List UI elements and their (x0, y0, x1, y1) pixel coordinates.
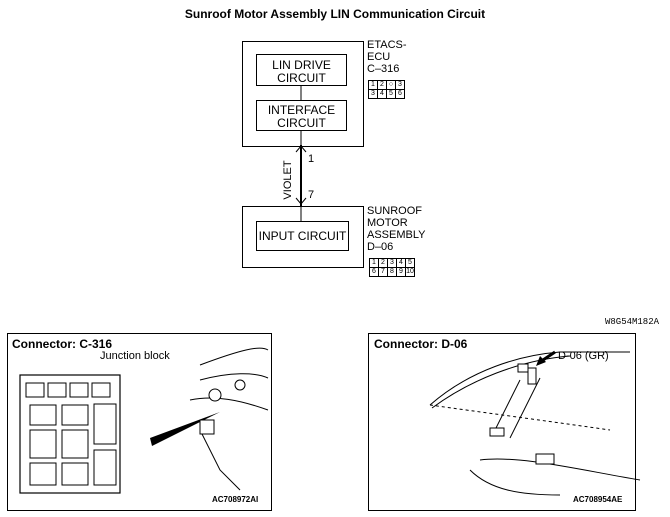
wire-pin-1: 1 (308, 153, 315, 165)
panel-left-code: AC708972AI (212, 495, 259, 504)
pin-7-terminal-mark (295, 197, 307, 205)
etacs-connector-id: C–316 (367, 63, 400, 75)
etacs-label-1: ETACS- (367, 39, 407, 51)
bracket-shape (489, 427, 505, 437)
diagram-reference: W8G54M182A (605, 317, 660, 327)
roof-line-dashed (429, 404, 611, 431)
sunroof-motor-label: SUNROOF MOTOR ASSEMBLY D–06 (367, 205, 426, 253)
d06-callout-label: D-06 (GR) (558, 350, 609, 362)
fuse-row-3 (69, 382, 89, 398)
sunroof-label-1: SUNROOF (367, 205, 422, 217)
sunroof-label-3: ASSEMBLY (367, 229, 426, 241)
wire-pin-7: 7 (308, 189, 315, 201)
connector-c316-title: Connector: C-316 (12, 337, 113, 351)
dash-detail-2 (234, 379, 246, 391)
fuse-block-b (61, 404, 89, 426)
interface-circuit-block: INTERFACE CIRCUIT (256, 100, 347, 131)
sunroof-pin: 10 (405, 267, 415, 277)
fuse-block-d (29, 462, 57, 486)
input-circuit-label: INPUT CIRCUIT (258, 229, 347, 243)
fuse-row-2 (47, 382, 67, 398)
fuse-block-e (61, 462, 89, 486)
lin-drive-label-1: LIN DRIVE (272, 58, 331, 72)
etacs-connector-icon: 1 2 ○ 3 3 4 5 6 (368, 80, 405, 99)
relay-shape (93, 403, 117, 445)
lin-drive-circuit-block: LIN DRIVE CIRCUIT (256, 54, 347, 86)
junction-block-label: Junction block (100, 350, 170, 362)
etacs-pin: 6 (395, 89, 405, 99)
wire-color-label: VIOLET (282, 160, 294, 200)
harness-shape (527, 367, 537, 385)
fuse-block-a (29, 404, 57, 426)
interface-label-2: CIRCUIT (277, 116, 326, 130)
panel-right-code: AC708954AE (573, 495, 623, 504)
sunroof-connector-icon: 1 2 3 4 5 6 7 8 9 10 (369, 258, 415, 277)
connector-d06-panel (368, 333, 636, 511)
sunroof-label-2: MOTOR (367, 217, 408, 229)
interface-label-1: INTERFACE (267, 103, 336, 117)
clip-shape (535, 453, 555, 465)
connector-c316-shape (61, 429, 89, 459)
fuse-block-c (29, 429, 57, 459)
dash-detail-1 (208, 388, 222, 402)
d06-arrow-head (536, 356, 546, 366)
pin-1-terminal-mark (295, 145, 307, 153)
connector-c316-panel (7, 333, 272, 511)
fuse-row-4 (91, 382, 111, 398)
windshield-line (431, 355, 571, 409)
dash-outline (189, 347, 269, 491)
lower-body-line-2 (469, 469, 561, 496)
lin-drive-label-2: CIRCUIT (277, 71, 326, 85)
pillar-line (494, 379, 521, 431)
fuse-row-1 (25, 382, 45, 398)
pillar-line-2 (509, 377, 541, 439)
etacs-ecu-label: ETACS- ECU C–316 (367, 39, 407, 75)
fuse-block-f (93, 449, 117, 486)
input-circuit-block: INPUT CIRCUIT (256, 221, 349, 251)
connector-d06-title: Connector: D-06 (374, 337, 468, 351)
diagram-title: Sunroof Motor Assembly LIN Communication… (184, 7, 486, 21)
etacs-label-2: ECU (367, 51, 391, 63)
sunroof-connector-id: D–06 (367, 241, 394, 253)
dash-bracket (199, 419, 215, 435)
